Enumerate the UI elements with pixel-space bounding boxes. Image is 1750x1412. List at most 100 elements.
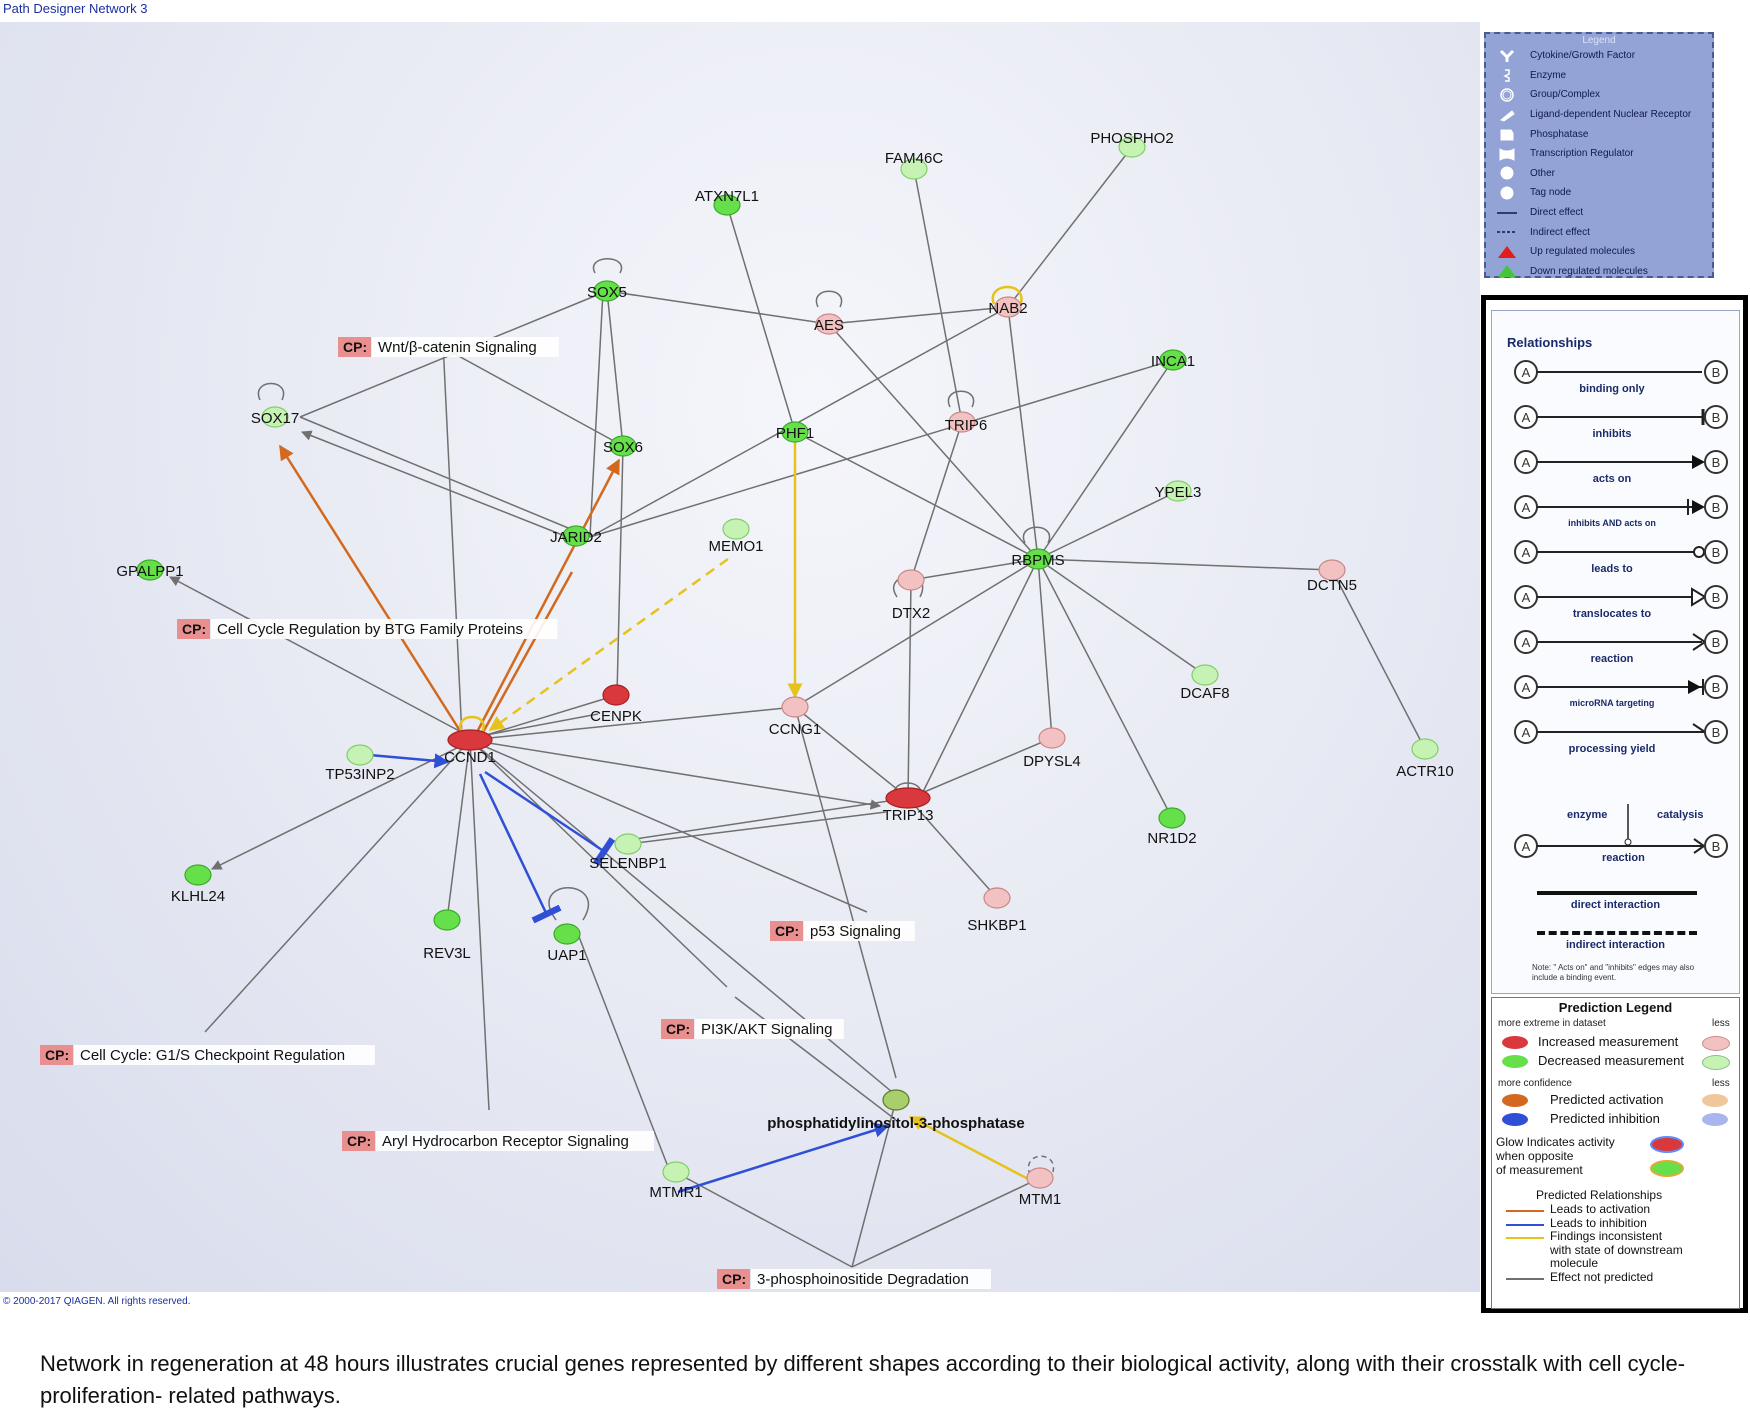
node-trip13[interactable]: TRIP13 (883, 787, 934, 824)
node-sox6[interactable]: SOX6 (603, 435, 643, 457)
node-klhl24[interactable]: KLHL24 (171, 864, 225, 905)
node-sox17[interactable]: SOX17 (251, 406, 299, 428)
edge (606, 290, 624, 447)
node-memo1[interactable]: MEMO1 (708, 518, 764, 555)
node-jarid2[interactable]: JARID2 (550, 525, 602, 547)
relationship-label: microRNA targeting (1569, 698, 1655, 708)
node-fam46c[interactable]: FAM46C (885, 150, 944, 180)
node-shape (1159, 349, 1187, 371)
pathway-tag[interactable]: CP:Aryl Hydrocarbon Receptor Signaling (342, 1131, 654, 1151)
node-label: JARID2 (550, 529, 602, 546)
legend-item-label: Direct effect (1530, 207, 1584, 219)
direct-effect-icon (1496, 206, 1518, 220)
node-ptase[interactable]: phosphatidylinositol-3-phosphatase (767, 1089, 1025, 1132)
node-mtm1[interactable]: MTM1 (1019, 1167, 1062, 1208)
node-rev3l[interactable]: REV3L (423, 909, 471, 962)
legend-item: Ligand-dependent Nuclear Receptor (1486, 105, 1712, 125)
predicted-relationship-line (1506, 1223, 1544, 1226)
svg-text:B: B (1712, 455, 1721, 470)
node-ccnd1[interactable]: CCND1 (444, 729, 496, 766)
svg-text:A: A (1522, 500, 1531, 515)
legend-item-label: Tag node (1530, 187, 1572, 199)
pathway-tag[interactable]: CP:p53 Signaling (770, 921, 915, 941)
node-label: YPEL3 (1155, 484, 1202, 501)
legend-item-label: Up regulated molecules (1530, 246, 1636, 258)
pathway-tag-bg (74, 1045, 375, 1065)
node-shape (1038, 727, 1066, 749)
svg-text:A: A (1522, 635, 1531, 650)
edge-ccnd1-sox6 (474, 458, 621, 735)
node-dctn5[interactable]: DCTN5 (1307, 559, 1357, 594)
relationship-label: leads to (1591, 563, 1633, 575)
node-label: DPYSL4 (1023, 753, 1081, 770)
pathway-tag-badge (770, 921, 803, 941)
relationship-label: translocates to (1572, 608, 1652, 620)
node-dpysl4[interactable]: DPYSL4 (1023, 727, 1081, 770)
node-shape (882, 1089, 910, 1111)
edge-ccnd1-sox17 (278, 444, 464, 735)
node-shape (1118, 136, 1146, 158)
inhibition-less-swatch (1702, 1113, 1728, 1126)
edge (1007, 146, 1133, 308)
node-rbpms[interactable]: RBPMS (1011, 548, 1065, 570)
node-shape (948, 411, 976, 433)
node-shape (447, 729, 493, 751)
node-label: DCAF8 (1180, 685, 1229, 702)
pathway-tag-bg (751, 1269, 991, 1289)
glow-line-3: of measurement (1496, 1163, 1583, 1177)
self-loop-dashed (1027, 1155, 1055, 1176)
edge-memo1-ccnd1 (488, 557, 729, 732)
node-ccng1[interactable]: CCNG1 (769, 696, 822, 738)
node-uap1[interactable]: UAP1 (547, 923, 587, 964)
predicted-relationship-label: molecule (1550, 1256, 1599, 1270)
edge-selenbp1-trip13 (627, 811, 887, 845)
node-shkbp1[interactable]: SHKBP1 (967, 887, 1027, 934)
node-label: CCNG1 (769, 721, 822, 738)
pathway-tag-badge (40, 1045, 73, 1065)
node-mtmr1[interactable]: MTMR1 (649, 1161, 703, 1201)
node-sox5[interactable]: SOX5 (587, 280, 627, 302)
edge (828, 323, 1039, 560)
predicted-relationships-title: Predicted Relationships (1536, 1188, 1663, 1202)
edge (204, 739, 471, 1033)
node-nab2[interactable]: NAB2 (988, 296, 1028, 318)
node-cenpk[interactable]: CENPK (590, 684, 642, 725)
pathway-tag[interactable]: CP:PI3K/AKT Signaling (661, 1019, 844, 1039)
node-dtx2[interactable]: DTX2 (892, 569, 930, 622)
node-label: GPALPP1 (116, 563, 183, 580)
node-dcaf8[interactable]: DCAF8 (1180, 664, 1230, 702)
node-label: RBPMS (1011, 552, 1064, 569)
edge (627, 797, 909, 841)
edge-ccnd1-trip13 (469, 739, 882, 810)
node-ypel3[interactable]: YPEL3 (1155, 480, 1202, 502)
pathway-tag-label: CP: (343, 339, 367, 355)
node-aes[interactable]: AES (814, 313, 844, 335)
node-atxn7l1[interactable]: ATXN7L1 (695, 188, 759, 216)
node-actr10[interactable]: ACTR10 (1396, 738, 1454, 780)
node-phf1[interactable]: PHF1 (776, 421, 814, 443)
edge (606, 290, 830, 325)
pathway-tag[interactable]: CP:Cell Cycle: G1/S Checkpoint Regulatio… (40, 1045, 375, 1065)
pathway-tag[interactable]: CP:3-phosphoinositide Degradation (717, 1269, 991, 1289)
legend-item-label: Indirect effect (1530, 226, 1590, 238)
node-gpalpp1[interactable]: GPALPP1 (116, 559, 184, 581)
edge (575, 928, 671, 1173)
edge (1037, 359, 1174, 560)
node-selenbp1[interactable]: SELENBP1 (589, 833, 667, 872)
node-inca1[interactable]: INCA1 (1151, 349, 1195, 371)
node-trip6[interactable]: TRIP6 (945, 411, 988, 434)
pathway-tag[interactable]: CP:Cell Cycle Regulation by BTG Family P… (177, 619, 558, 639)
node-nr1d2[interactable]: NR1D2 (1147, 807, 1197, 847)
predicted-relationship-label: Leads to activation (1550, 1202, 1651, 1216)
node-label: NAB2 (988, 300, 1027, 317)
edge (616, 445, 624, 696)
node-tp53inp2[interactable]: TP53INP2 (325, 744, 395, 783)
relationship-label: binding only (1579, 383, 1645, 395)
pathway-tag[interactable]: CP:Wnt/β-catenin Signaling (338, 337, 559, 357)
node-phospho2[interactable]: PHOSPHO2 (1090, 130, 1174, 158)
node-shape (609, 435, 637, 457)
